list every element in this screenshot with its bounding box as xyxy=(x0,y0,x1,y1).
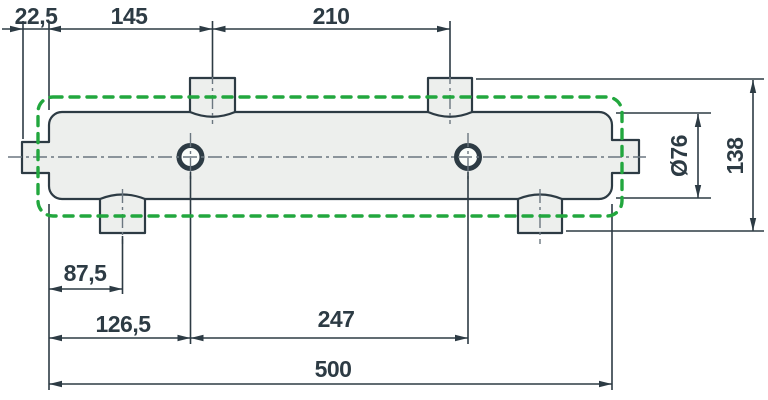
dim-body-diameter: Ø76 xyxy=(666,114,702,198)
body-outline xyxy=(47,110,614,201)
dim-label-left-port-protrusion: 22,5 xyxy=(15,3,58,29)
dim-label-hole-spacing: 247 xyxy=(318,306,355,332)
bottom-port-1 xyxy=(98,193,147,235)
insulation-boundary xyxy=(36,95,624,218)
dim-body-end-to-bottom-port: 87,5 xyxy=(49,260,123,293)
dim-label-top-port-spacing: 210 xyxy=(313,3,350,29)
dim-label-body-diameter: Ø76 xyxy=(666,135,692,177)
dim-overall-height: 138 xyxy=(722,80,757,231)
dim-hole-row: 126,5 247 xyxy=(49,306,468,342)
dim-label-body-end-to-bottom-port: 87,5 xyxy=(64,260,107,286)
dim-top-row: 22,5 145 210 xyxy=(2,3,450,33)
dim-label-overall-height: 138 xyxy=(722,137,748,175)
dim-label-overall-length: 500 xyxy=(315,356,352,382)
bottom-port-2 xyxy=(516,193,564,235)
dim-label-body-end-to-top-port: 145 xyxy=(111,3,149,29)
extension-lines xyxy=(22,21,764,390)
separator-body xyxy=(49,112,612,199)
dim-overall-length: 500 xyxy=(49,356,612,388)
dim-label-body-end-to-hole: 126,5 xyxy=(95,311,151,337)
